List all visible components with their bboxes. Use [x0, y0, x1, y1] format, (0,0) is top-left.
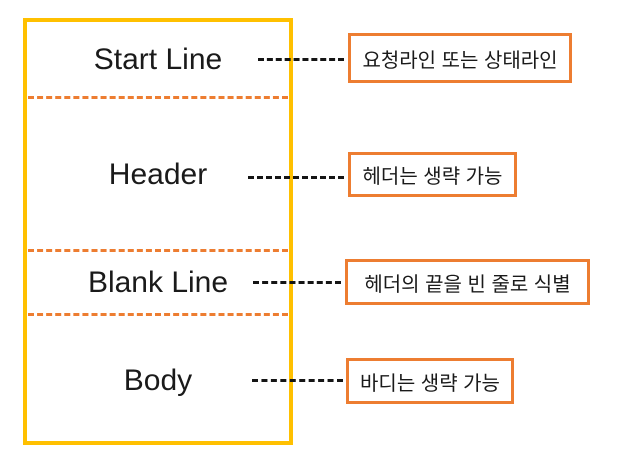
annotation-box-body: 바디는 생략 가능: [346, 358, 514, 404]
connector-blank-line: [253, 281, 341, 284]
annotation-text-blank-line: 헤더의 끝을 빈 줄로 식별: [364, 273, 571, 296]
connector-body: [252, 379, 343, 382]
http-message-box: [23, 18, 293, 445]
annotation-text-body: 바디는 생략 가능: [360, 372, 500, 395]
divider-startline-header: [28, 96, 288, 99]
annotation-box-header: 헤더는 생략 가능: [348, 152, 517, 197]
divider-header-blankline: [28, 249, 288, 252]
annotation-box-blank-line: 헤더의 끝을 빈 줄로 식별: [345, 259, 590, 305]
divider-blankline-body: [28, 313, 288, 316]
section-label-body: Body: [123, 364, 193, 397]
annotation-box-start-line: 요청라인 또는 상태라인: [348, 33, 572, 83]
annotation-text-start-line: 요청라인 또는 상태라인: [362, 49, 558, 72]
connector-header: [248, 176, 344, 179]
annotation-text-header: 헤더는 생략 가능: [362, 166, 503, 188]
section-label-header: Header: [108, 158, 208, 191]
section-label-start-line: Start Line: [93, 43, 223, 76]
section-label-blank-line: Blank Line: [87, 266, 229, 299]
connector-start-line: [258, 58, 344, 61]
